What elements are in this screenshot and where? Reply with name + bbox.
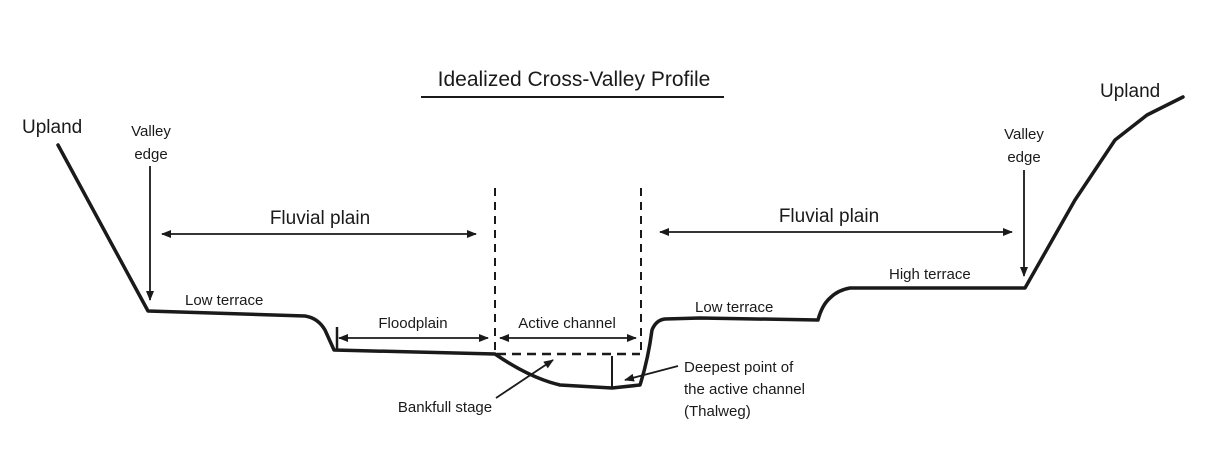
upland-left-label: Upland [22,117,82,138]
valley-edge-right-label-line2: edge [1007,149,1040,166]
valley-edge-right-label-line1: Valley [1004,126,1044,143]
high-terrace-label: High terrace [889,266,971,283]
floodplain-label: Floodplain [378,315,447,332]
diagram-title: Idealized Cross-Valley Profile [438,68,711,91]
fluvial-plain-right-label: Fluvial plain [779,206,879,227]
bankfull-stage-pointer [495,359,554,399]
valley-edge-left-label-line2: edge [134,146,167,163]
thalweg-label-line2: the active channel [684,381,805,398]
low-terrace-left-label: Low terrace [185,292,263,309]
thalweg-label-line3: (Thalweg) [684,403,751,420]
low-terrace-right-label: Low terrace [695,299,773,316]
thalweg-label-line1: Deepest point of [684,359,794,376]
valley-edge-left-label-line1: Valley [131,123,171,140]
fluvial-plain-left-label: Fluvial plain [270,208,370,229]
bankfull-stage-label: Bankfull stage [398,399,492,416]
upland-right-label: Upland [1100,81,1160,102]
active-channel-label: Active channel [518,315,616,332]
thalweg-pointer [624,365,679,382]
valley-profile-line [56,95,1185,390]
